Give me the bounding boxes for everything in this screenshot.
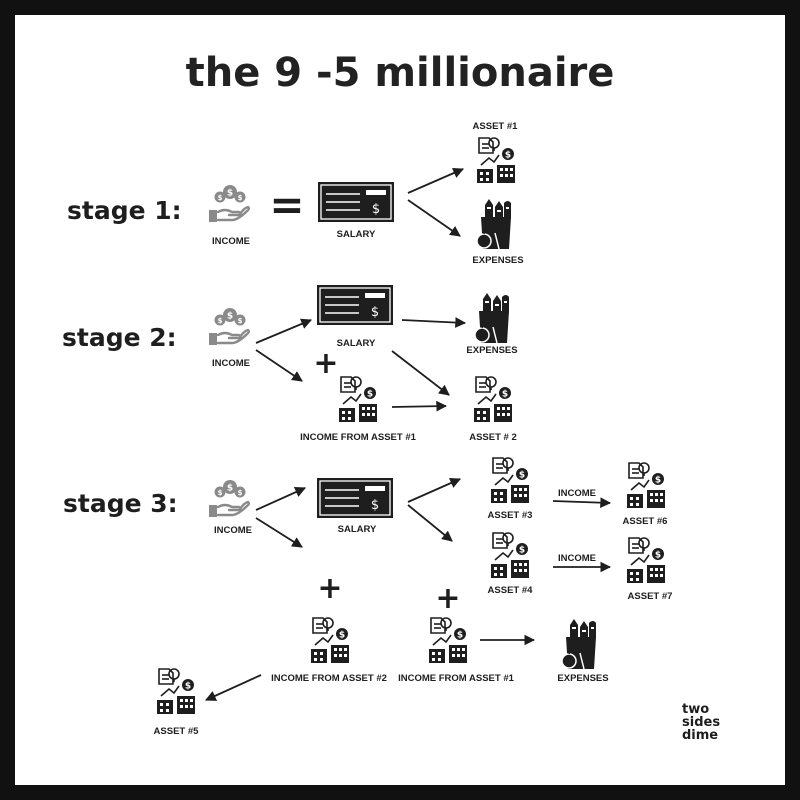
asset-buildings-icon: $: [309, 615, 351, 667]
svg-text:$: $: [371, 498, 379, 513]
svg-text:$: $: [227, 189, 233, 199]
stage2-salary-label: SALARY: [336, 338, 376, 349]
svg-text:$: $: [457, 631, 463, 641]
stage1-income-label: INCOME: [212, 236, 250, 247]
salary-check-icon: $: [317, 285, 393, 325]
stage3-income-arrow-label-1: INCOME: [558, 488, 596, 499]
asset-buildings-icon: $: [472, 374, 514, 426]
income-hand-coins-icon: $ $ $: [207, 183, 253, 225]
stage3-income-label: INCOME: [214, 525, 252, 536]
svg-text:$: $: [238, 194, 243, 202]
stage3-asset3-label: ASSET #3: [487, 510, 533, 521]
salary-check-icon: $: [317, 478, 393, 518]
page-title: the 9 -5 millionaire: [185, 50, 615, 96]
logo-line-3: dime: [682, 728, 719, 743]
plus-sign: +: [313, 346, 339, 381]
svg-text:$: $: [218, 489, 223, 497]
svg-text:$: $: [367, 390, 373, 400]
stage3-income-arrow-label-2: INCOME: [558, 553, 596, 564]
stage1-asset1-label: ASSET #1: [472, 121, 518, 132]
svg-text:$: $: [502, 390, 508, 400]
asset-buildings-icon: $: [337, 374, 379, 426]
svg-text:$: $: [339, 631, 345, 641]
asset-buildings-icon: $: [155, 666, 197, 718]
stage3-income-from-asset2-label: INCOME FROM ASSET #2: [271, 673, 387, 684]
stage-2-heading: stage 2:: [62, 323, 177, 352]
asset-buildings-icon: $: [489, 530, 531, 582]
stage2-expenses-label: EXPENSES: [466, 345, 518, 356]
svg-text:$: $: [371, 305, 379, 320]
svg-text:$: $: [372, 202, 380, 217]
svg-text:$: $: [227, 484, 233, 494]
svg-text:$: $: [227, 312, 233, 322]
stage2-asset2-label: ASSET # 2: [469, 432, 517, 443]
logo-line-2: sides: [682, 715, 721, 730]
svg-text:$: $: [218, 194, 223, 202]
plus-sign: +: [435, 581, 461, 616]
two-sides-dime-logo: two sides dime: [682, 703, 720, 742]
stage-1-heading: stage 1:: [67, 196, 182, 225]
income-hand-coins-icon: $ $ $: [207, 306, 253, 348]
stage3-salary-label: SALARY: [337, 524, 377, 535]
stage3-asset7-label: ASSET #7: [627, 591, 673, 602]
svg-text:$: $: [238, 317, 243, 325]
stage3-asset6-label: ASSET #6: [622, 516, 668, 527]
asset-buildings-icon: $: [489, 455, 531, 507]
svg-text:$: $: [238, 489, 243, 497]
stage1-salary-label: SALARY: [336, 229, 376, 240]
asset-buildings-icon: $: [625, 460, 667, 512]
income-hand-coins-icon: $ $ $: [207, 478, 253, 520]
stage2-income-from-asset1-label: INCOME FROM ASSET #1: [300, 432, 416, 443]
stage2-income-label: INCOME: [212, 358, 250, 369]
svg-text:$: $: [655, 476, 661, 486]
svg-text:$: $: [218, 317, 223, 325]
expenses-grocery-bag-icon: [475, 199, 517, 251]
svg-text:$: $: [655, 551, 661, 561]
asset-buildings-icon: $: [475, 135, 517, 187]
asset-buildings-icon: $: [625, 535, 667, 587]
stage-3-heading: stage 3:: [63, 489, 178, 518]
plus-sign: +: [317, 571, 343, 606]
svg-text:$: $: [519, 546, 525, 556]
stage3-income-from-asset1-label: INCOME FROM ASSET #1: [398, 673, 514, 684]
expenses-grocery-bag-icon: [560, 619, 602, 671]
svg-text:$: $: [185, 682, 191, 692]
stage1-expenses-label: EXPENSES: [472, 255, 524, 266]
logo-line-1: two: [682, 702, 710, 717]
asset-buildings-icon: $: [427, 615, 469, 667]
stage3-asset5-label: ASSET #5: [153, 726, 199, 737]
poster-frame: [15, 15, 785, 785]
equals-sign: =: [269, 180, 305, 229]
expenses-grocery-bag-icon: [473, 293, 515, 345]
salary-check-icon: $: [318, 182, 394, 222]
svg-text:$: $: [519, 471, 525, 481]
stage3-expenses-label: EXPENSES: [557, 673, 609, 684]
stage3-asset4-label: ASSET #4: [487, 585, 533, 596]
svg-text:$: $: [505, 151, 511, 161]
